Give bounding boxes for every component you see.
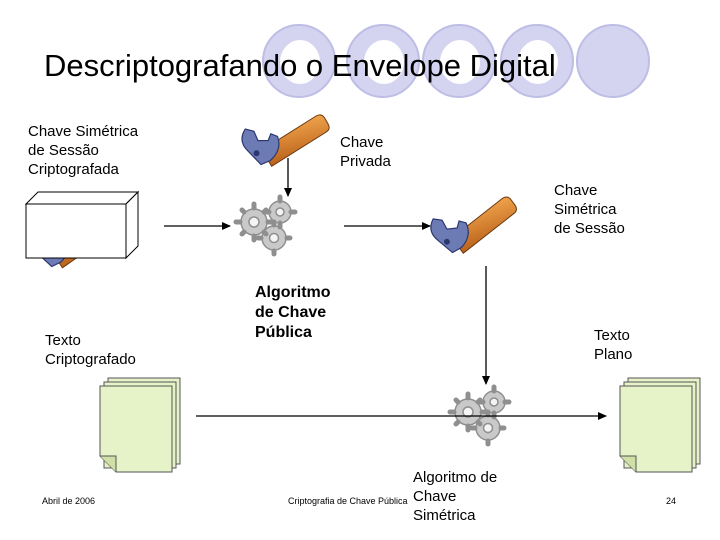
- decor-circle-4: [500, 24, 574, 98]
- document-stack-icon: [99, 377, 181, 473]
- wrench-icon: [427, 192, 526, 262]
- decor-circle-2: [346, 24, 420, 98]
- gears-icon: [236, 197, 295, 254]
- decor-circle-3: [422, 24, 496, 98]
- label-private-key: Chave Privada: [340, 134, 391, 170]
- footer-date: Abril de 2006: [42, 496, 96, 506]
- footer-page-number: 24: [666, 496, 677, 506]
- label-plaintext: Texto Plano: [594, 327, 633, 363]
- label-encrypted-session-key: Chave Simétrica de Sessão Criptografada: [28, 123, 139, 178]
- key-box-icon: [24, 190, 140, 260]
- decor-circle-1: [262, 24, 336, 98]
- wrench-icon: [239, 111, 336, 172]
- decor-circle-5: [576, 24, 650, 98]
- label-ciphertext: Texto Criptografado: [45, 332, 136, 368]
- footer-subject: Criptografia de Chave Pública: [288, 496, 408, 506]
- label-public-key-algorithm: Algoritmo de Chave Pública: [255, 284, 331, 341]
- document-stack-icon: [619, 377, 701, 473]
- page-title: Descriptografando o Envelope Digital: [44, 48, 556, 83]
- label-symmetric-algorithm: Algoritmo de Chave Simétrica: [413, 469, 498, 524]
- label-session-key: Chave Simétrica de Sessão: [554, 182, 625, 237]
